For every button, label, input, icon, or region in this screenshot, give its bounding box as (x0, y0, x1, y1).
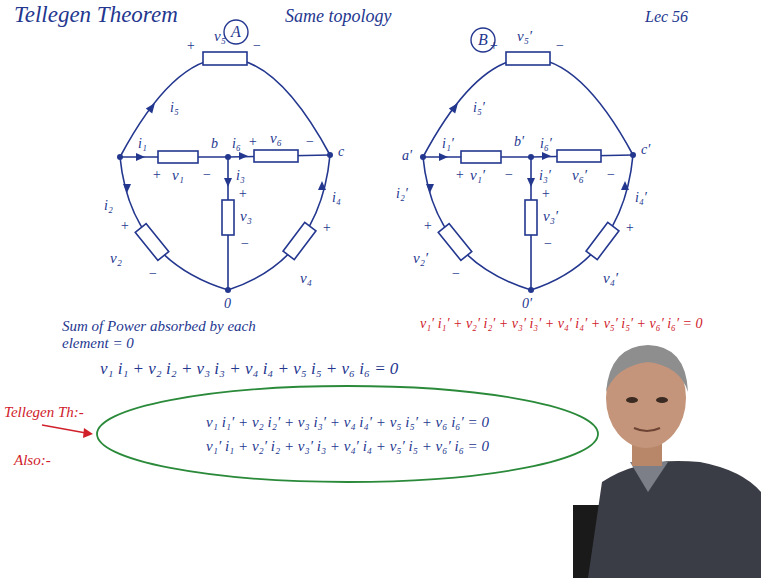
circuit-label: i₆′ (540, 136, 552, 152)
circuit-label: v₅ (214, 28, 226, 45)
circuit-label: + (541, 186, 550, 202)
power-equation: v₁ i₁ + v₂ i₂ + v₃ i₃ + v₄ i₄ + v₅ i₅ + … (100, 359, 398, 379)
power-equation: v₁′ i₁′ + v₂′ i₂′ + v₃′ i₃′ + v₄′ i₄′ + … (420, 316, 740, 332)
circuit-label: a′ (402, 148, 412, 164)
note-text: Sum of Power absorbed by each element = … (62, 318, 297, 353)
lecture-number: Lec 56 (645, 8, 688, 26)
circuit-label: − (451, 266, 460, 282)
circuit-label: − (504, 167, 513, 183)
circuit-label: c′ (641, 142, 650, 158)
lecturer-figure (573, 345, 761, 578)
circuit-label: v₁ (172, 167, 184, 184)
circuit-label: + (238, 186, 247, 202)
theorem-ellipse: v₁ i₁′ + v₂ i₂′ + v₃ i₃′ + v₄ i₄′ + v₅ i… (95, 384, 600, 484)
equation-text: v₁ i₁′ + v₂ i₂′ + v₃ i₃′ + v₄ i₄′ + v₅ i… (206, 413, 489, 431)
equation-text: v₁′ i₁ + v₂′ i₂ + v₃′ i₃ + v₄′ i₄ + v₅′ … (206, 437, 489, 455)
circuit-label: + (248, 134, 257, 150)
circuit-label: 0 (224, 296, 231, 312)
circuit-label: i₄ (332, 190, 341, 206)
circuit-graph-copy (420, 52, 636, 293)
circuit-label: v₂′ (413, 250, 428, 267)
ellipse-outline (97, 386, 598, 482)
circuit-label: v₃′ (543, 208, 558, 225)
circuit-label: − (543, 236, 552, 252)
graph-tag: B (478, 31, 488, 49)
circuit-label: v₆ (270, 130, 282, 147)
tag-circle (224, 20, 248, 44)
circuit-graph (117, 52, 333, 293)
circuit-label: + (455, 167, 464, 183)
circuit-label: v₅′ (517, 28, 532, 45)
circuit-label: − (606, 167, 615, 183)
circuit-label: b′ (514, 134, 524, 150)
title-text: Tellegen Theorem (14, 2, 178, 28)
circuit-label: − (202, 167, 211, 183)
circuit-label: v₂ (110, 250, 122, 267)
graph-tag: A (231, 23, 241, 41)
circuit-label: i₃ (236, 168, 245, 184)
circuit-label: c (338, 144, 344, 160)
circuit-label: i₅ (170, 100, 179, 116)
circuit-label: + (322, 220, 331, 236)
circuit-label: + (186, 38, 195, 54)
circuit-label: i₁ (138, 136, 147, 152)
circuit-label: i₁′ (442, 136, 454, 152)
side-heading: Also:- (14, 452, 51, 469)
circuit-label: 0′ (522, 296, 532, 312)
circuit-label: i₅′ (473, 100, 485, 116)
circuit-label: i₆ (232, 136, 241, 152)
circuit-label: + (152, 167, 161, 183)
circuit-label: i₃′ (539, 168, 551, 184)
circuit-label: v₃ (240, 208, 252, 225)
circuit-label: − (555, 38, 564, 54)
circuit-label: v₄ (300, 270, 312, 287)
circuit-label: i₂′ (396, 186, 408, 202)
circuit-label: + (625, 220, 634, 236)
circuit-label: − (252, 38, 261, 54)
circuit-label: i₄′ (635, 190, 647, 206)
circuit-label: + (120, 218, 129, 234)
circuit-label: i₂ (104, 198, 113, 214)
circuit-label: − (240, 236, 249, 252)
circuit-label: v₄′ (603, 270, 618, 287)
circuit-label: v₁′ (470, 167, 485, 184)
circuit-label: + (489, 38, 498, 54)
pointer-arrow (42, 425, 93, 438)
subtitle-note: Same topology (285, 6, 391, 27)
circuit-label: − (305, 134, 314, 150)
circuit-label: b (211, 136, 218, 152)
ellipse-outline (95, 384, 600, 484)
circuit-label: + (423, 218, 432, 234)
side-heading: Tellegen Th:- (4, 404, 84, 421)
circuit-label: − (148, 266, 157, 282)
circuit-label: v₆′ (572, 167, 587, 184)
